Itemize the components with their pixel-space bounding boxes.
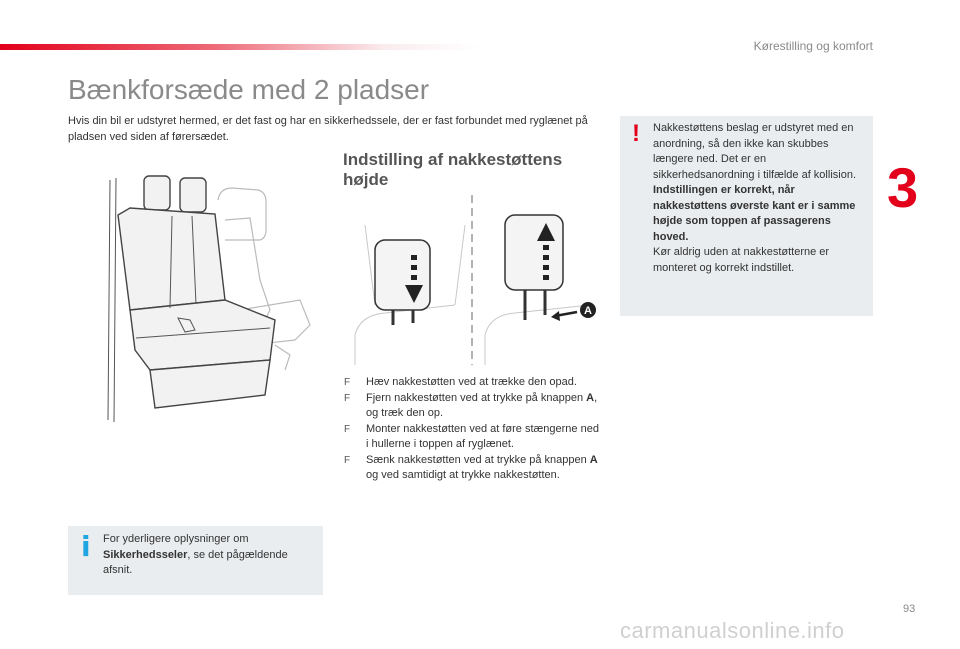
intro-paragraph: Hvis din bil er udstyret hermed, er det …: [68, 115, 588, 143]
section-heading: Indstilling af nakkestøttens højde: [343, 150, 563, 189]
step-text: Sænk nakkestøtten ved at trykke på knapp…: [366, 453, 590, 466]
warning-text-intro: Nakkestøttens beslag er udstyret med en …: [653, 122, 856, 181]
list-item: F Monter nakkestøtten ved at føre stænge…: [343, 422, 603, 453]
info-text-outro: , se det pågældende afsnit.: [103, 548, 288, 577]
headrest-lowered-icon: [374, 239, 431, 325]
adjustment-steps: F Hæv nakkestøtten ved at trække den opa…: [343, 375, 603, 484]
warning-text-outro: Kør aldrig uden at nakkestøtterne er mon…: [653, 246, 830, 274]
step-text: Monter nakkestøtten ved at føre stængern…: [366, 422, 599, 451]
page-number: 93: [903, 603, 916, 615]
step-text: Hæv nakkestøtten ved at trække den opad.: [366, 376, 577, 388]
header-accent-bar: [0, 44, 480, 50]
info-icon: i: [81, 530, 91, 563]
info-box: i For yderligere oplysninger om Sikkerhe…: [68, 526, 323, 595]
step-text: Fjern nakkestøtten ved at trykke på knap…: [366, 391, 587, 404]
warning-text: Nakkestøttens beslag er udstyret med en …: [653, 121, 865, 276]
list-item: F Hæv nakkestøtten ved at trække den opa…: [343, 375, 603, 391]
bullet-icon: F: [344, 454, 351, 466]
info-text: For yderligere oplysninger om Sikkerheds…: [103, 532, 313, 579]
warning-icon: !: [632, 120, 640, 147]
bench-seat-illustration: [107, 175, 311, 423]
button-a-label: A: [584, 305, 592, 317]
chapter-number: 3: [887, 156, 919, 219]
info-text-intro: For yderligere oplysninger om: [103, 533, 249, 545]
headrest-adjustment-illustration: A: [354, 195, 596, 365]
list-item: F Sænk nakkestøtten ved at trykke på kna…: [343, 453, 603, 484]
info-text-bold: Sikkerhedsseler: [103, 548, 188, 561]
step-text: , og træk den op.: [366, 391, 598, 420]
headrest-raised-icon: [504, 214, 564, 320]
bullet-icon: F: [344, 377, 351, 388]
bullet-icon: F: [344, 392, 351, 404]
section-title: Kørestilling og komfort: [753, 39, 873, 53]
list-item: F Fjern nakkestøtten ved at trykke på kn…: [343, 391, 603, 422]
warning-box: ! Nakkestøttens beslag er udstyret med e…: [620, 116, 873, 316]
page-title: Bænkforsæde med 2 pladser: [68, 74, 430, 105]
watermark: carmanualsonline.info: [620, 618, 845, 643]
warning-text-bold: Indstillingen er korrekt, når nakkestøtt…: [653, 184, 856, 243]
step-button-ref: A: [586, 391, 595, 404]
step-text: og ved samtidigt at trykke nakkestøtten.: [366, 469, 560, 481]
step-button-ref: A: [589, 453, 598, 466]
bullet-icon: F: [344, 423, 351, 435]
